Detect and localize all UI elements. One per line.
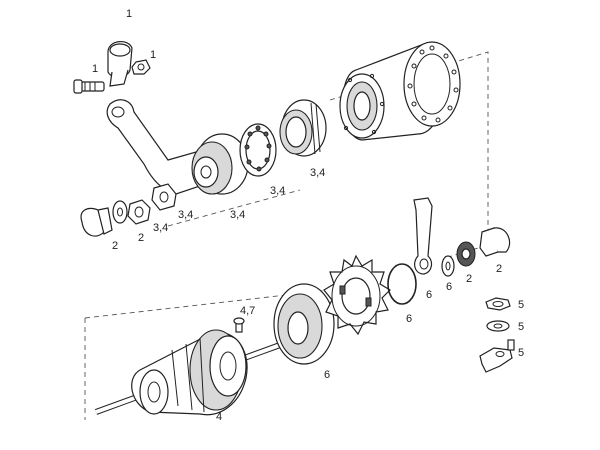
label-arm: 6 <box>426 289 432 301</box>
clamp-band <box>107 41 133 87</box>
small-washer <box>486 320 510 332</box>
label-right-nut: 2 <box>466 273 472 285</box>
label-bearing-ring: 3,4 <box>270 185 285 197</box>
label-dust-cap: 6 <box>324 369 330 381</box>
label-cone: 3,4 <box>230 209 245 221</box>
label-axle-top: 4,7 <box>240 305 255 317</box>
label-upper-nut: 3,4 <box>153 222 168 234</box>
right-toothed-nut <box>456 241 476 267</box>
planetary-gear-body <box>131 329 248 416</box>
left-lock-nut <box>127 199 151 225</box>
brake-arm <box>106 99 201 195</box>
part-labels: 1 1 1 2 2 3,4 3,4 3,4 3,4 3,4 4,7 4 6 6 … <box>92 8 524 423</box>
left-cap-nut <box>80 207 113 237</box>
label-clamp-bolt: 1 <box>92 63 98 75</box>
label-right-washer: 6 <box>446 281 452 293</box>
small-nut <box>485 297 511 311</box>
brake-cone-body <box>191 133 249 195</box>
label-snap-ring: 6 <box>406 313 412 325</box>
label-clip: 5 <box>518 347 524 359</box>
label-clamp-nut: 1 <box>150 49 156 61</box>
left-washer <box>112 200 128 224</box>
snap-ring <box>387 263 417 305</box>
label-pawl-ring: 3,4 <box>310 167 325 179</box>
right-washer <box>441 255 455 277</box>
hub-shell <box>339 41 461 141</box>
label-small-washer: 5 <box>518 321 524 333</box>
pawl-ring <box>279 99 327 157</box>
axle-screw <box>233 317 245 333</box>
right-cap-nut <box>479 227 511 257</box>
label-upper-washer: 2 <box>138 232 144 244</box>
clamp-bolt <box>73 79 105 94</box>
label-small-nut: 5 <box>518 299 524 311</box>
label-upper-lock: 3,4 <box>178 209 193 221</box>
clip <box>479 339 515 373</box>
right-brake-arm <box>413 197 433 275</box>
label-upper-cap: 2 <box>112 240 118 252</box>
left-cone-nut <box>151 183 177 211</box>
label-axle: 4 <box>216 411 222 423</box>
dust-cap <box>273 283 335 365</box>
clamp-nut <box>131 59 151 75</box>
label-clamp-top: 1 <box>126 8 132 20</box>
bearing-ring <box>239 123 277 177</box>
sprocket <box>323 254 391 336</box>
label-right-cap: 2 <box>496 263 502 275</box>
